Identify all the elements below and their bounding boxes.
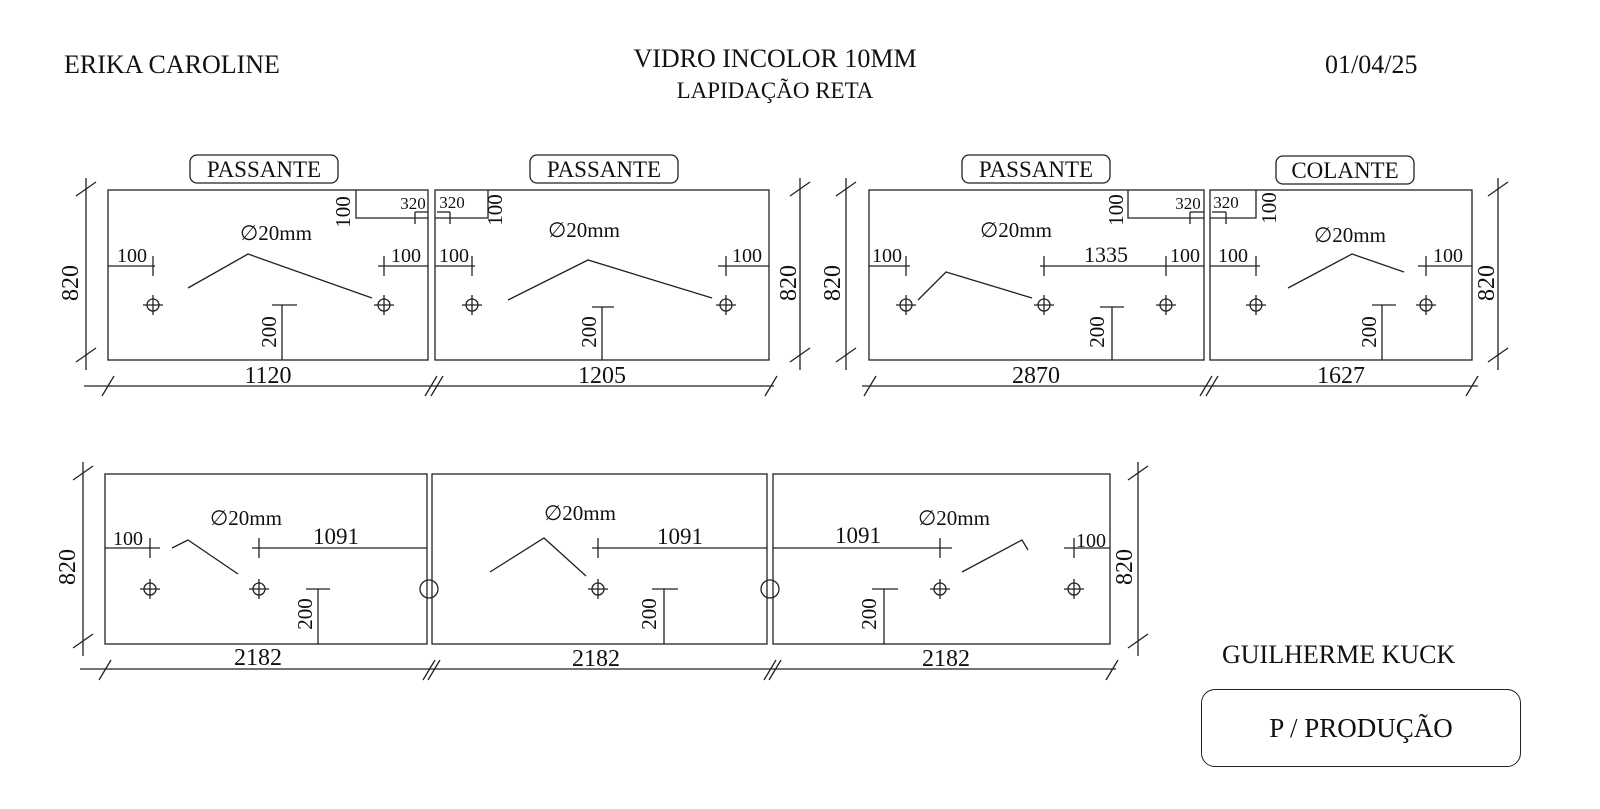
panel-height-label: 820 [820,265,846,301]
notch-height-label: 100 [483,194,507,226]
production-stamp: P / PRODUÇÃO [1201,689,1521,767]
hole-height-label: 200 [577,316,601,348]
panel-type-box [529,154,679,184]
panel-width-label: 2182 [234,645,282,671]
edge-distance-label: 100 [872,245,902,267]
production-stamp-label: P / PRODUÇÃO [1269,712,1453,743]
hole-spacing-label: 1091 [657,524,703,549]
hole-spacing-label: 1335 [1084,242,1128,267]
hole-height-label: 200 [293,598,317,630]
glass-panel [107,189,429,361]
panel-width-label: 1120 [244,363,291,389]
panel-height-label: 820 [1474,265,1500,301]
connector-hole [419,579,439,599]
panel-width-label: 2182 [572,646,620,672]
title-block: VIDRO INCOLOR 10MM LAPIDAÇÃO RETA [0,44,1550,104]
edge-distance-label: 100 [117,245,147,267]
glass-panel [1209,189,1473,361]
notch-details [355,190,1257,224]
spacing-dimension-lines [105,538,1110,558]
panel-type-box [1275,155,1415,185]
panel-width-label: 2870 [1012,363,1060,389]
hole-height-label: 200 [257,316,281,348]
hole-diameter-label: ∅20mm [240,221,312,245]
hole-diameter-label: ∅20mm [918,506,990,530]
edge-distance-label: 100 [391,245,421,267]
panel-type-label: COLANTE [1291,158,1398,183]
hole-diameter-label: ∅20mm [210,506,282,530]
width-dimension-lines [80,659,1119,681]
panel-type-labels: PASSANTE PASSANTE PASSANTE COLANTE [189,154,1415,185]
hole-diameter-label: ∅20mm [548,218,620,242]
glass-panel [104,473,428,645]
glass-panel [772,473,1111,645]
hole-height-label: 200 [637,598,661,630]
panel-height-label: 820 [55,549,81,585]
hole-height-label: 200 [1357,316,1381,348]
panel-width-label: 1627 [1317,363,1365,389]
notch-height-label: 100 [1257,192,1281,224]
client-name: ERIKA CAROLINE [64,50,280,79]
notch-width-label: 320 [1175,194,1201,213]
notch-width-label: 320 [400,194,426,213]
hole-height-lines [272,304,1396,360]
hole-height-label: 200 [1085,316,1109,348]
hole-height-label: 200 [857,598,881,630]
panel-height-label: 820 [776,265,802,301]
drill-holes [143,295,1436,315]
edge-distance-label: 100 [439,245,469,267]
material-title: VIDRO INCOLOR 10MM [633,44,917,73]
hole-height-lines [306,588,898,644]
notch-width-label: 320 [1213,193,1239,212]
height-dimension-lines [72,462,1149,656]
height-dimension-lines [75,178,1509,370]
edge-distance-label: 100 [113,528,143,550]
panel-type-box [189,154,339,184]
edge-distance-label: 100 [1218,245,1248,267]
signer-name: GUILHERME KUCK [1222,640,1456,669]
hole-diameter-label: ∅20mm [1314,223,1386,247]
hole-leaders [171,537,1029,577]
notch-height-label: 100 [1104,194,1128,226]
hole-diameter-label: ∅20mm [544,501,616,525]
hole-spacing-label: 1091 [835,523,881,548]
hole-leaders [187,253,1405,301]
glass-panel [868,189,1205,361]
panel-height-label: 820 [58,265,84,301]
hole-spacing-label: 1091 [313,524,359,549]
drill-holes [140,579,1084,599]
finish-subtitle: LAPIDAÇÃO RETA [676,78,874,103]
connector-hole [760,579,780,599]
edge-distance-label: 100 [1076,530,1106,552]
edge-dimension-lines [108,256,1472,276]
hole-diameter-label: ∅20mm [980,218,1052,242]
panel-type-label: PASSANTE [207,157,321,182]
panel-type-label: PASSANTE [547,157,661,182]
panel-width-label: 1205 [578,363,626,389]
edge-distance-label: 100 [1170,245,1200,267]
panel-width-label: 2182 [922,646,970,672]
edge-distance-label: 100 [1433,245,1463,267]
width-dimension-lines [84,375,1479,397]
edge-distance-label: 100 [732,245,762,267]
glass-panel [431,473,768,645]
panel-type-box [961,154,1111,184]
panel-height-label: 820 [1112,549,1138,585]
panel-type-label: PASSANTE [979,157,1093,182]
notch-width-label: 320 [439,193,465,212]
notch-height-label: 100 [331,196,355,228]
date: 01/04/25 [1325,50,1418,79]
